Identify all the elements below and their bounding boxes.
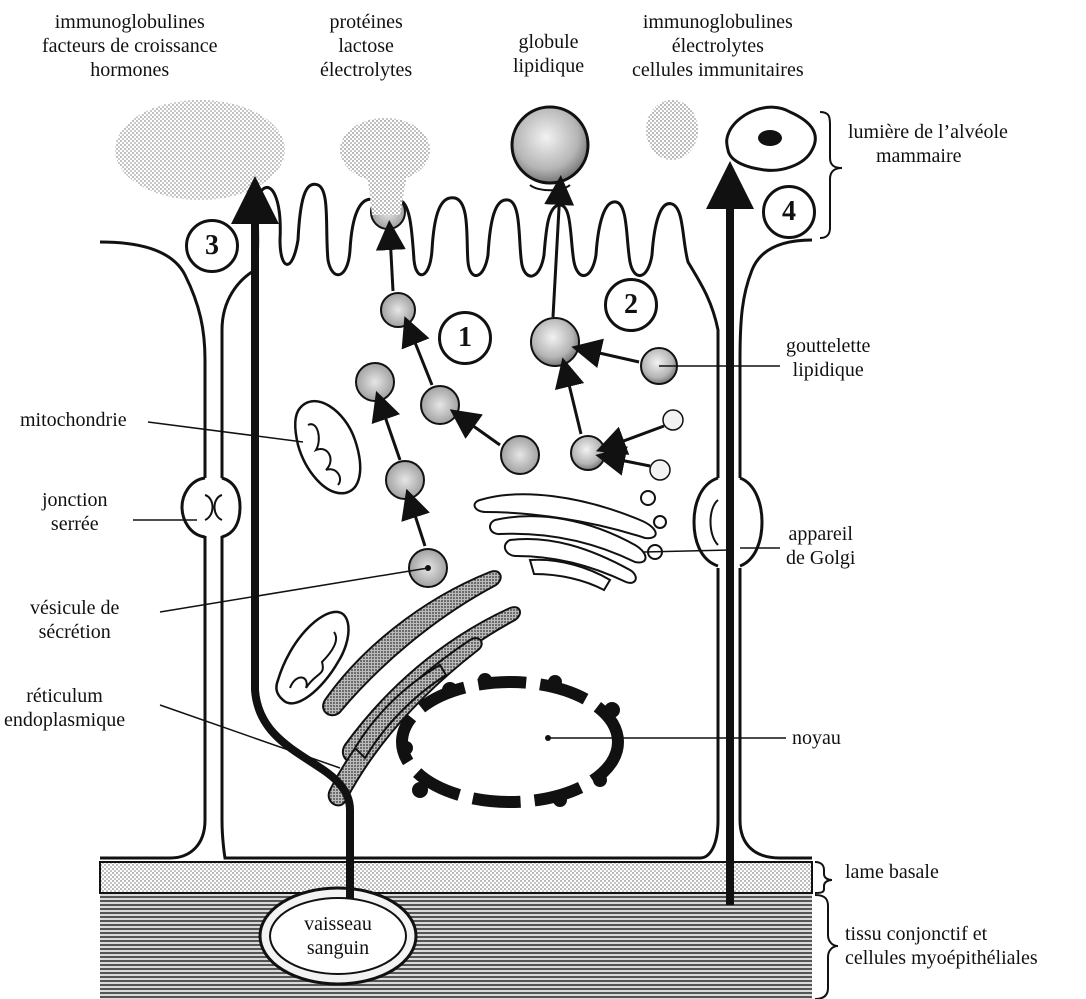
secretion-cloud-left: [115, 100, 285, 200]
tight-junction-left: [182, 478, 240, 537]
golgi-apparatus: [475, 491, 666, 590]
label-nucleus: noyau: [792, 726, 841, 750]
pathway-number-1: 1: [438, 311, 492, 365]
vesicle: [501, 436, 539, 474]
vesicle: [421, 386, 459, 424]
connective-tissue: [100, 893, 812, 999]
lipid-globule: [512, 107, 588, 183]
lipid-droplets: [531, 318, 683, 480]
basal-lamina: [100, 862, 812, 893]
immune-cell: [727, 107, 816, 170]
pathway-number-4: 4: [762, 185, 816, 239]
pathway-number-3: 3: [185, 219, 239, 273]
label-basal-lamina: lame basale: [845, 860, 939, 884]
leader-lines: [133, 366, 786, 768]
left-neighbour-cell: [100, 242, 205, 858]
nucleus: [402, 682, 618, 802]
label-mitochondrion: mitochondrie: [20, 408, 127, 432]
pathway-number-2: 2: [604, 278, 658, 332]
vesicle: [386, 461, 424, 499]
mitochondrion-1: [295, 401, 360, 493]
vesicle: [356, 363, 394, 401]
secretion-cloud-right: [646, 100, 698, 160]
vesicle: [381, 293, 415, 327]
